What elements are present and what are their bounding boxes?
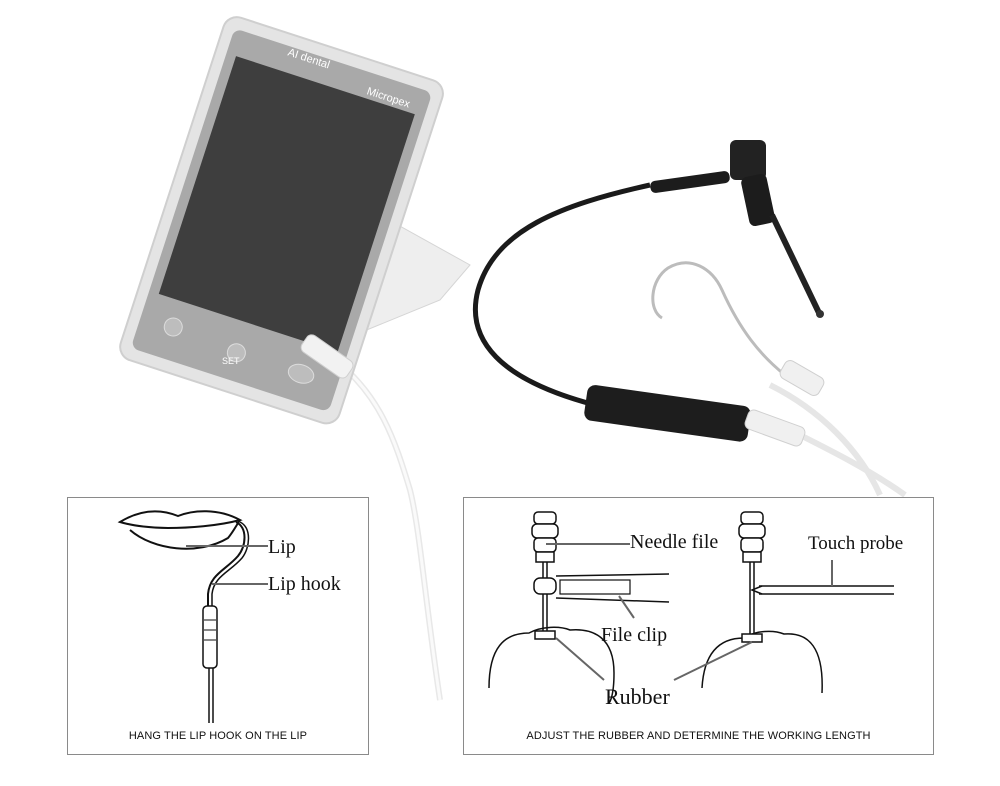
- lip-hook-caption: HANG THE LIP HOOK ON THE LIP: [128, 730, 308, 742]
- right-tooth: [701, 630, 823, 694]
- lip-hook-label: Lip hook: [268, 573, 341, 595]
- lip-hook-shape: [207, 521, 246, 608]
- needle-file-right: [738, 511, 766, 643]
- probe-cable: [472, 182, 651, 408]
- touch-probe-drawing: [749, 585, 894, 595]
- lip-hook-illustration: [117, 510, 268, 723]
- black-connector: [584, 385, 751, 442]
- apex-locator-device: [119, 16, 444, 425]
- touch-probe: [650, 140, 824, 318]
- working-length-illustration: [488, 511, 894, 704]
- device-connector: [300, 334, 354, 379]
- working-length-caption: ADJUST THE RUBBER AND DETERMINE THE WORK…: [526, 730, 871, 742]
- white-cable-right: [788, 427, 907, 498]
- lip-hook-diagram: Lip Lip hook HANG THE LIP HOOK ON THE LI…: [67, 497, 369, 755]
- file-clip-label: File clip: [601, 624, 668, 646]
- device-set-button: SET: [222, 356, 240, 366]
- working-length-diagram: Needle file Touch probe File clip Rubber…: [463, 497, 934, 755]
- needle-file-left: [531, 511, 559, 640]
- lip-label: Lip: [268, 536, 296, 558]
- needle-file-label: Needle file: [630, 531, 719, 553]
- lip-hook-wire: [651, 261, 786, 377]
- file-clip: [555, 573, 670, 603]
- rubber-label: Rubber: [605, 684, 670, 709]
- touch-probe-label: Touch probe: [808, 533, 904, 554]
- left-tooth: [488, 626, 615, 704]
- lip-shape: [117, 510, 243, 530]
